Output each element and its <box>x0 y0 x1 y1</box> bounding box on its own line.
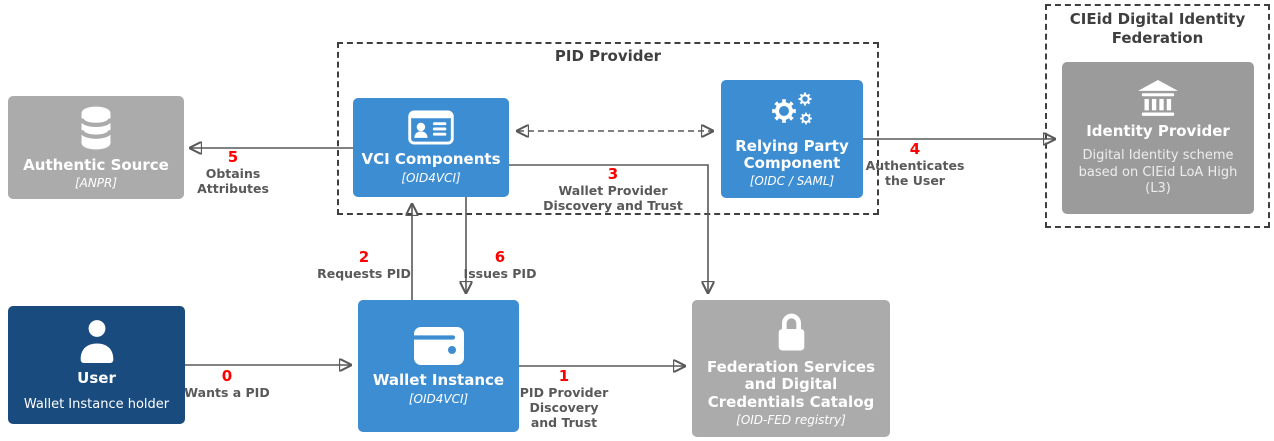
edge-number: 5 <box>227 148 239 166</box>
node-title: Wallet Instance <box>372 371 505 390</box>
person-icon <box>80 320 113 364</box>
edge-text: PID Provider Discovery and Trust <box>519 384 609 430</box>
lock-icon <box>778 313 804 351</box>
edge-label-authenticates-user: 4 Authenticates the User <box>865 140 965 188</box>
gears-icon <box>772 92 812 125</box>
node-authentic-source: Authentic Source [ANPR] <box>8 96 184 199</box>
edge-number: 1 <box>558 367 570 385</box>
edge-number: 3 <box>607 165 619 183</box>
node-subtitle: [OID-FED registry] <box>736 412 846 427</box>
node-title: Authentic Source <box>23 155 169 174</box>
edge-label-pid-provider-discovery: 1 PID Provider Discovery and Trust <box>519 367 609 430</box>
node-title: Federation Services and Digital Credenti… <box>706 358 876 411</box>
edge-text: Requests PID <box>317 265 411 281</box>
node-title: Relying Party Component <box>735 136 849 172</box>
node-federation-services: Federation Services and Digital Credenti… <box>692 300 890 437</box>
node-subtitle: Wallet Instance holder <box>23 396 170 412</box>
container-cieid-federation-title: CIEid Digital Identity Federation <box>1069 10 1246 47</box>
node-subtitle: [OID4VCI] <box>408 391 469 406</box>
edge-number: 2 <box>358 248 370 266</box>
edge-text: Authenticates the User <box>865 157 965 188</box>
edge-text: Wallet Provider Discovery and Trust <box>543 182 683 213</box>
edge-text: Issues PID <box>463 265 537 281</box>
node-subtitle: [OID4VCI] <box>401 170 461 185</box>
edge-number: 0 <box>221 367 233 385</box>
edge-number: 6 <box>494 248 506 266</box>
node-user: User Wallet Instance holder <box>8 306 185 424</box>
node-vci-components: VCI Components [OID4VCI] <box>353 98 509 197</box>
database-icon <box>79 106 113 150</box>
edge-label-wants-a-pid: 0 Wants a PID <box>184 367 270 400</box>
node-identity-provider: Identity Provider Digital Identity schem… <box>1062 62 1254 214</box>
wallet-icon <box>412 327 464 366</box>
edge-text: Wants a PID <box>184 384 270 400</box>
edge-label-obtains-attributes: 5 Obtains Attributes <box>197 148 269 196</box>
edge-text: Obtains Attributes <box>197 165 269 196</box>
edge-label-requests-pid: 2 Requests PID <box>317 248 411 281</box>
node-subtitle: [ANPR] <box>74 176 118 191</box>
node-title: Identity Provider <box>1086 122 1230 140</box>
id-card-icon <box>408 110 454 145</box>
node-title: User <box>77 369 116 388</box>
node-description: Digital Identity scheme based on CIEid L… <box>1078 148 1238 196</box>
node-title: VCI Components <box>361 150 501 169</box>
edge-label-issues-pid: 6 Issues PID <box>463 248 537 281</box>
node-relying-party-component: Relying Party Component [OIDC / SAML] <box>721 80 863 198</box>
node-wallet-instance: Wallet Instance [OID4VCI] <box>358 300 519 432</box>
edge-label-wallet-provider-discovery: 3 Wallet Provider Discovery and Trust <box>543 165 683 213</box>
bank-icon <box>1138 79 1178 116</box>
container-cieid-federation: CIEid Digital Identity Federation <box>1045 4 1270 228</box>
container-pid-provider-title: PID Provider <box>554 47 662 65</box>
edge-number: 4 <box>909 140 921 158</box>
node-subtitle: [OIDC / SAML] <box>749 174 835 189</box>
